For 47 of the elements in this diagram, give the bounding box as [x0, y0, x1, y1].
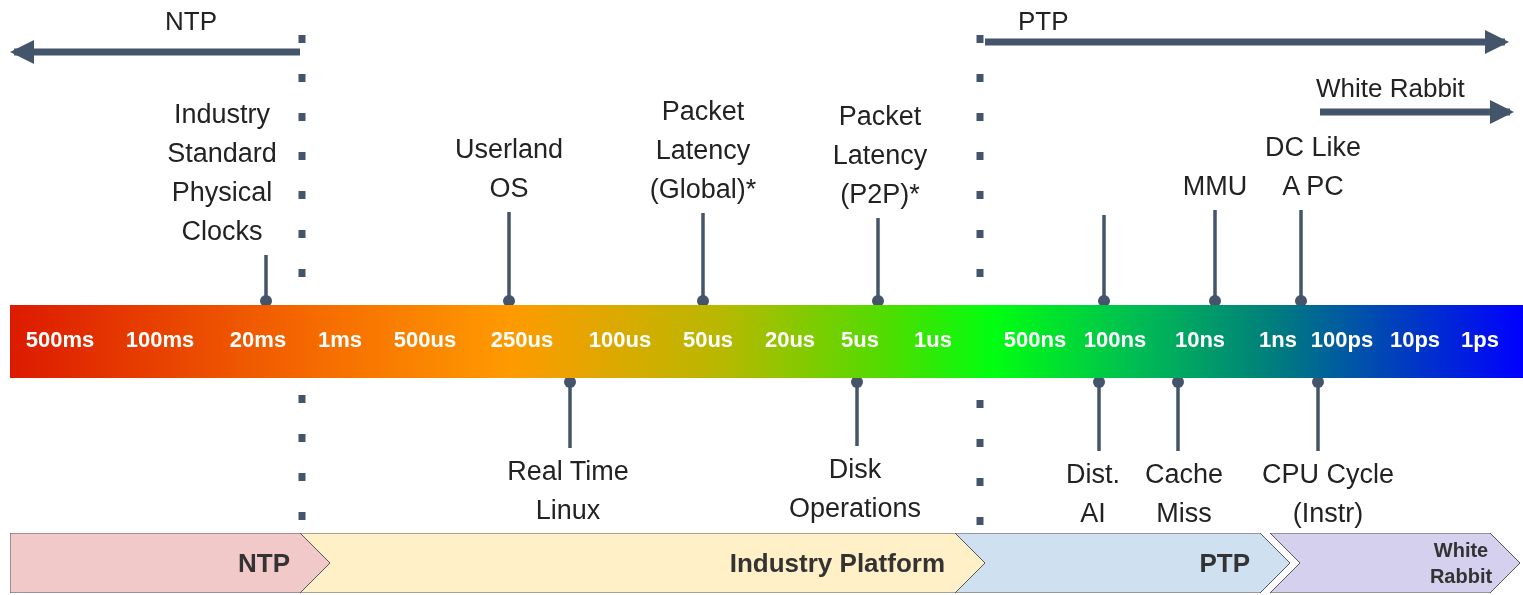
scale-label: 250us [490, 327, 554, 353]
scale-label: 1ms [318, 327, 362, 353]
scale-label: 500ns [1003, 327, 1067, 353]
scale-label: 100us [588, 327, 652, 353]
callout-text: Disk Operations [770, 450, 940, 528]
leader-line [872, 218, 884, 307]
callout-text: Industry Standard Physical Clocks [152, 95, 292, 251]
scale-label: 10ns [1174, 327, 1226, 353]
gradient-scale-bar [10, 305, 1523, 378]
scale-label: 20ms [229, 327, 287, 353]
scale-label: 100ns [1083, 327, 1147, 353]
scale-label: 100ms [125, 327, 195, 353]
callout-text: Userland OS [439, 130, 579, 208]
band-label: White Rabbit [1428, 538, 1494, 589]
leader-line [503, 212, 515, 307]
leader-line [1172, 376, 1184, 451]
scale-label: 100ps [1310, 327, 1374, 353]
scale-label: 500us [393, 327, 457, 353]
callout-text: Packet Latency (Global)* [628, 92, 778, 209]
range-label: White Rabbit [1316, 73, 1465, 104]
band-label: NTP [238, 547, 290, 579]
scale-label: 1ps [1461, 327, 1499, 353]
callout-text: Dist. AI [1055, 455, 1131, 533]
callout-text: CPU Cycle (Instr) [1248, 455, 1408, 533]
scale-label: 50us [682, 327, 734, 353]
callout-text: Real Time Linux [488, 452, 648, 530]
leader-line [1295, 210, 1307, 307]
leader-line [697, 213, 709, 307]
leader-line [1312, 376, 1324, 451]
scale-label: 10ps [1389, 327, 1441, 353]
scale-label: 1ns [1259, 327, 1297, 353]
band-label: PTP [1199, 547, 1250, 579]
leader-line [1209, 210, 1221, 307]
scale-label: 500ms [25, 327, 95, 353]
scale-label: 1us [914, 327, 952, 353]
leader-line [1098, 215, 1110, 307]
callout-text: Packet Latency (P2P)* [815, 97, 945, 214]
leader-line [1093, 376, 1105, 451]
scale-label: 5us [841, 327, 879, 353]
leader-line [564, 376, 576, 448]
callout-text: Cache Miss [1134, 455, 1234, 533]
range-label: PTP [1018, 6, 1069, 37]
leader-line [851, 376, 863, 446]
band-label: Industry Platform [729, 547, 945, 579]
leader-line [260, 255, 272, 307]
range-label: NTP [165, 6, 217, 37]
scale-label: 20us [764, 327, 816, 353]
